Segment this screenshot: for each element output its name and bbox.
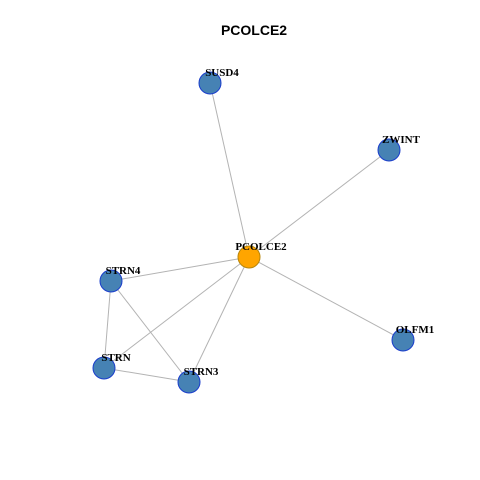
node-circle-susd4 [198, 71, 222, 95]
node-olfm1: OLFM1 [391, 324, 435, 352]
node-label-zwint: ZWINT [382, 134, 421, 146]
edge-pcolce2-olfm1 [248, 256, 404, 341]
edge-pcolce2-strn3 [188, 256, 250, 383]
node-circle-pcolce2 [237, 245, 261, 269]
edge-pcolce2-zwint [248, 149, 390, 258]
edge-strn4-strn [103, 280, 112, 369]
node-label-pcolce2: PCOLCE2 [235, 241, 287, 253]
node-circle-olfm1 [391, 328, 415, 352]
node-circle-zwint [377, 138, 401, 162]
diagram-title: PCOLCE2 [221, 22, 287, 38]
node-label-strn3: STRN3 [184, 366, 219, 378]
node-label-strn: STRN [101, 352, 130, 364]
edge-strn4-strn3 [110, 280, 190, 383]
node-susd4: SUSD4 [198, 67, 239, 95]
node-strn3: STRN3 [177, 366, 219, 394]
edge-pcolce2-strn4 [110, 256, 250, 282]
edge-pcolce2-susd4 [209, 82, 250, 258]
node-strn4: STRN4 [99, 265, 141, 293]
edge-pcolce2-strn [103, 256, 250, 369]
edge-strn-strn3 [103, 367, 190, 383]
node-label-strn4: STRN4 [106, 265, 141, 277]
node-pcolce2: PCOLCE2 [235, 241, 287, 269]
node-circle-strn4 [99, 269, 123, 293]
node-strn: STRN [92, 352, 131, 380]
node-circle-strn3 [177, 370, 201, 394]
node-label-susd4: SUSD4 [205, 67, 239, 79]
node-zwint: ZWINT [377, 134, 421, 162]
node-circle-strn [92, 356, 116, 380]
node-label-olfm1: OLFM1 [396, 324, 435, 336]
edge-layer [103, 82, 404, 383]
